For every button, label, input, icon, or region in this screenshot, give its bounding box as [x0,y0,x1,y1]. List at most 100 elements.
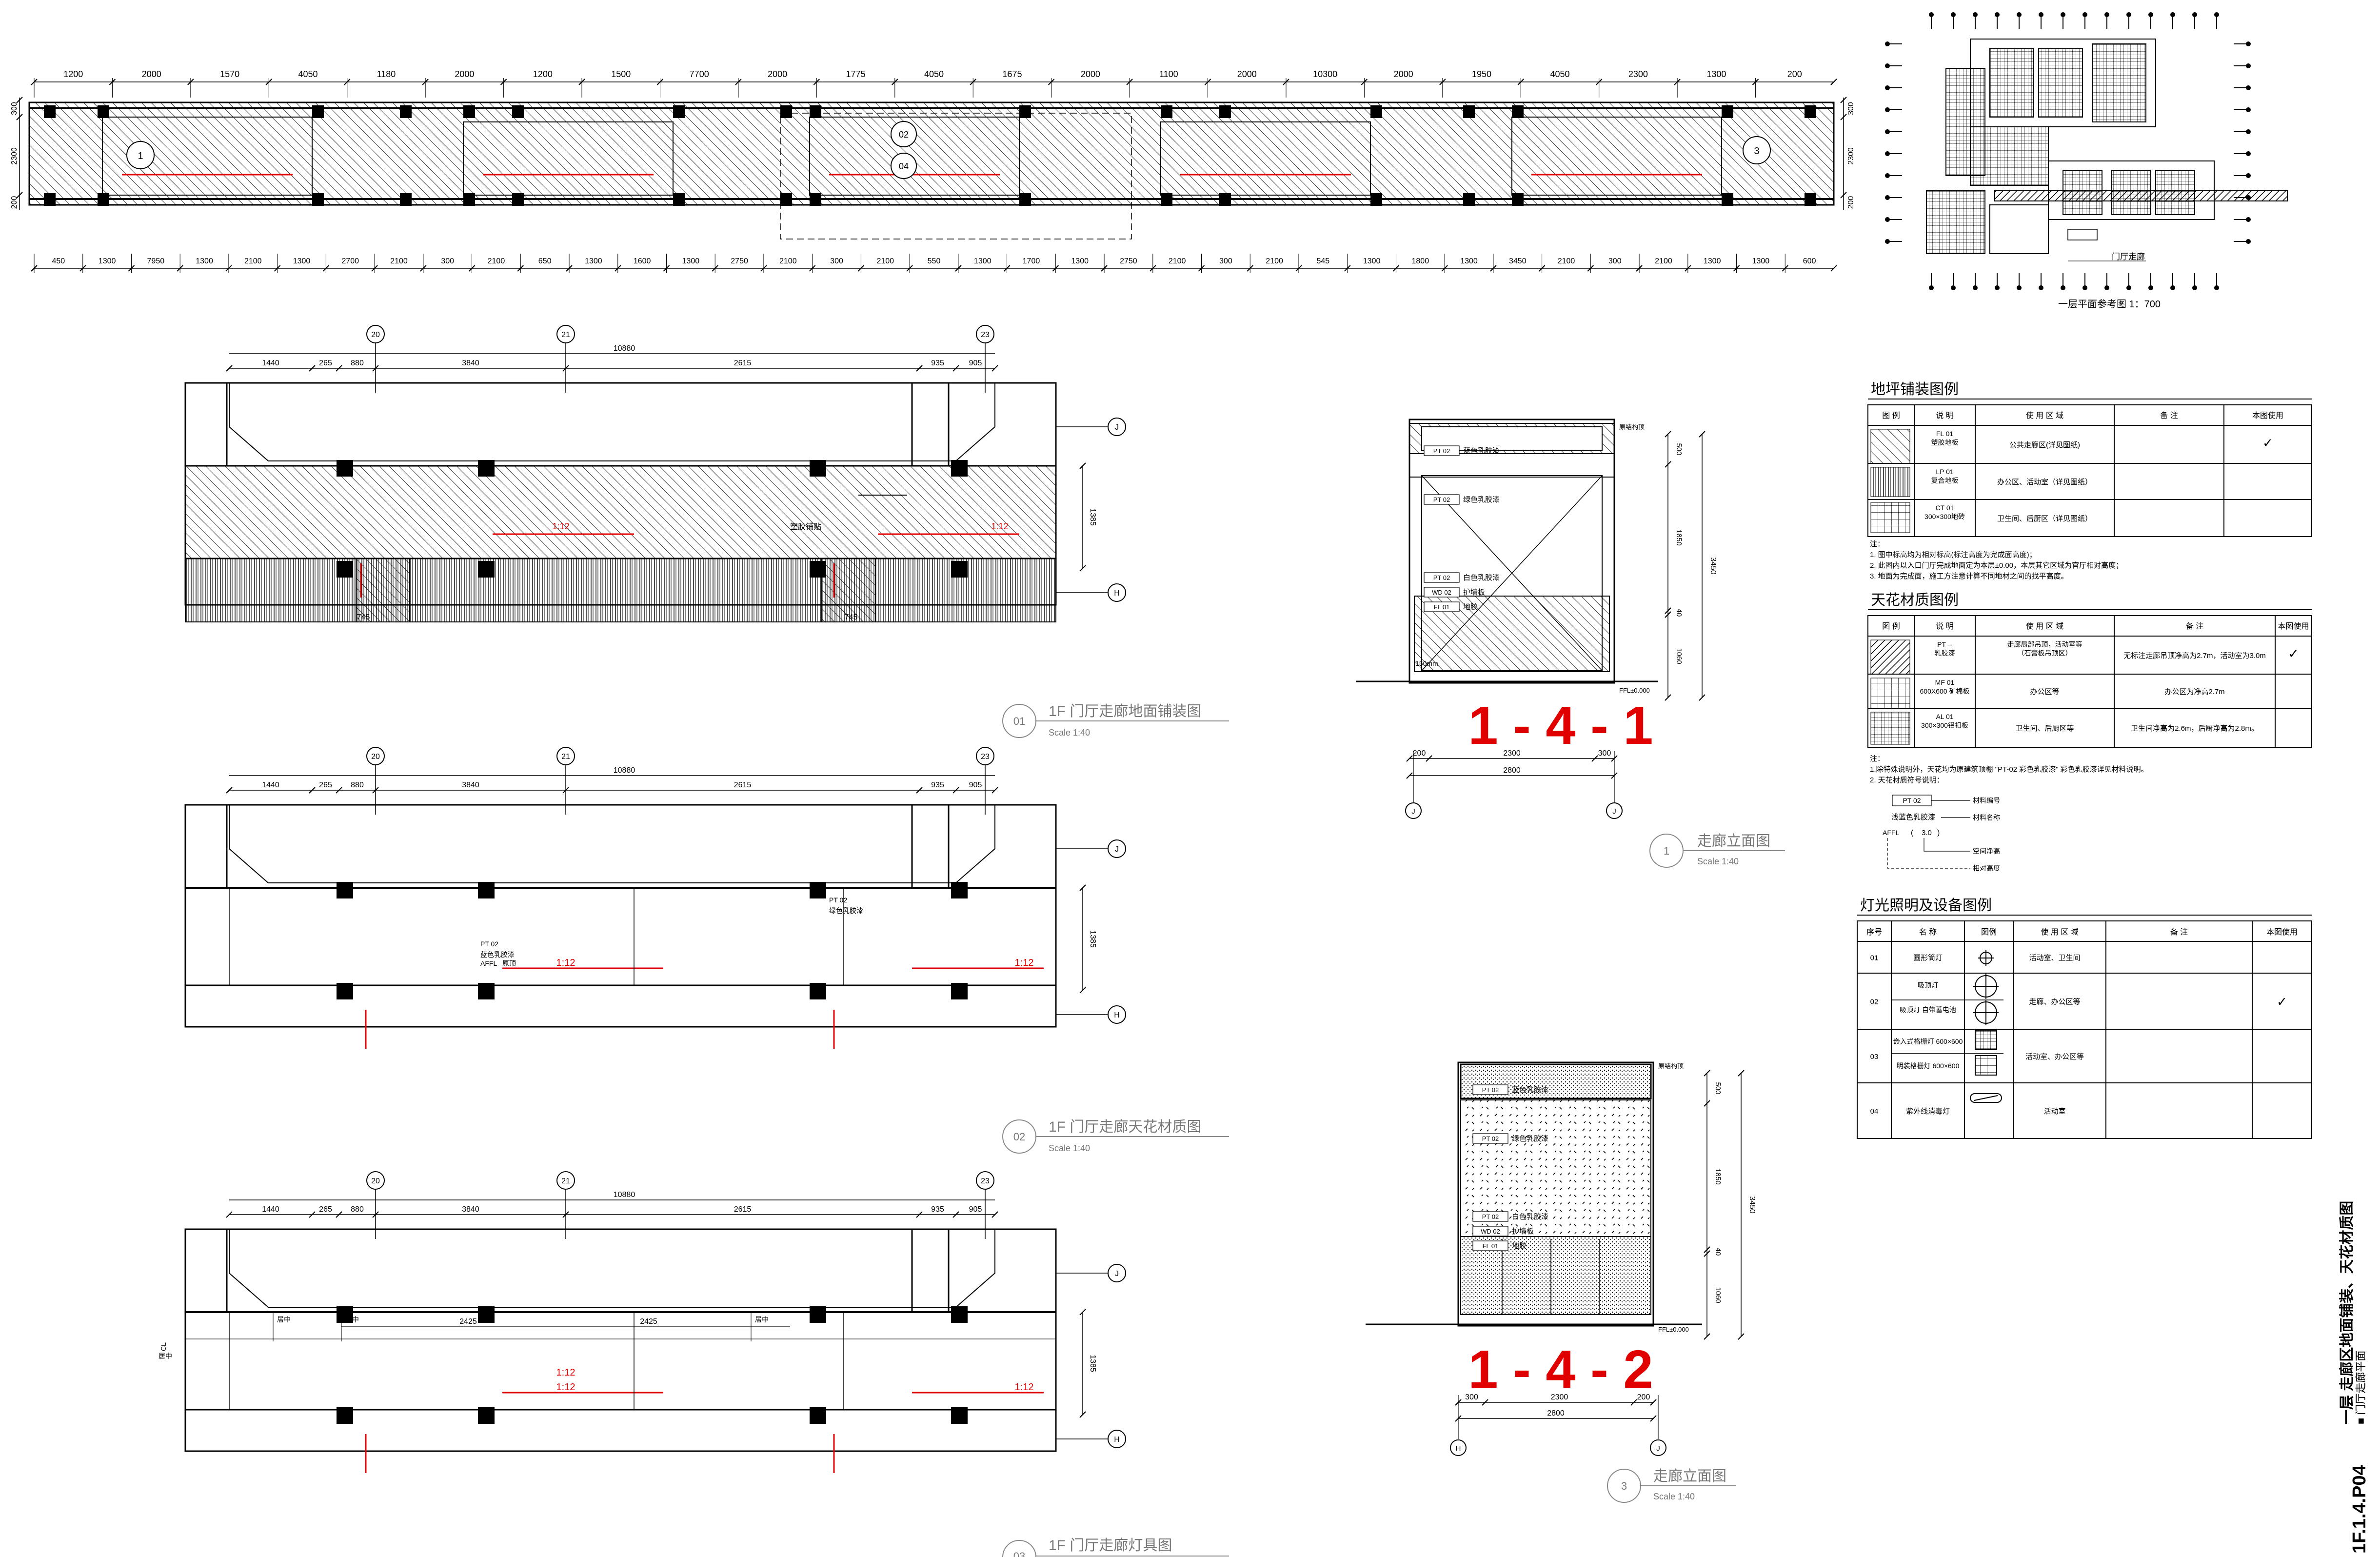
dim-bottom-32: 300 [1608,257,1622,265]
svg-text:1F 门厅走廊地面铺装图: 1F 门厅走廊地面铺装图 [1049,703,1201,719]
ceiling-tag-level: 原顶 [502,959,516,967]
grid-bubble-20: 20 [371,1177,380,1185]
light-header: 序号 [1866,928,1882,937]
legend-cell: 办公区为净高2.7m [2164,688,2224,696]
elev-dim-v-2: 40 [1714,1248,1722,1256]
dim-bottom-15: 2100 [779,257,797,265]
floor-tag: 塑胶铺贴 [790,522,821,531]
symbol-paren: ) [1937,829,1940,837]
ceiling-tag-name: 绿色乳胶漆 [829,907,863,915]
dim-bottom-9: 2100 [488,257,505,265]
plan-dim-4: 2615 [734,781,752,789]
center-label: 居中 [345,1316,359,1323]
svg-text:02: 02 [1013,1131,1025,1143]
grid-bubble-H: H [1114,589,1120,598]
slope-label: 1:12 [991,521,1008,531]
dim-bottom-20: 1700 [1023,257,1040,265]
dim-top-15: 2000 [1237,69,1257,79]
dim-bottom-10: 650 [538,257,552,265]
light-name-2: 吸顶灯 自带蓄电池 [1900,1006,1956,1014]
ceiling-note-0: 注： [1870,755,1884,763]
svg-text:3: 3 [1754,146,1759,157]
elev-tag-code: PT 02 [1482,1213,1499,1220]
plan-dim-3: 3840 [462,359,479,367]
legend-header: 图 例 [1882,411,1900,420]
dim-top-19: 4050 [1550,69,1569,79]
elev-tag-code: WD 02 [1432,589,1451,596]
center-label: 居中 [755,1316,769,1323]
plan-dim-2: 880 [351,359,364,367]
dim-top-20: 2300 [1628,69,1648,79]
dim-bottom-12: 1600 [634,257,651,265]
dim-bottom-2: 7950 [147,257,165,265]
dim-left-1: 2300 [10,147,19,165]
dim-top-0: 1200 [63,69,83,79]
grid-bubble-J: J [1115,1270,1119,1278]
dim-bottom-22: 2750 [1120,257,1137,265]
legend-cell: 卫生间、后厨区（详见图纸） [1997,515,2092,523]
legend-cell: 300×300地砖 [1924,513,1965,520]
dim-bottom-25: 2100 [1266,257,1283,265]
light-header: 备 注 [2170,928,2188,937]
elev-tag-code: FL 01 [1434,603,1450,611]
elev1-dim-bottom-2: 300 [1598,749,1611,758]
grid-bubble-20: 20 [371,331,380,339]
ceiling-legend: 天花材质图例 图 例说 明使 用 区 域备 注本图使用PT --乳胶漆走廊局部吊… [1867,592,2312,872]
legend-cell: FL 01 [1936,430,1953,438]
dim-bottom-1: 1300 [99,257,116,265]
plan-dim-5: 935 [931,781,944,789]
elev-tag-code: PT 02 [1482,1086,1499,1094]
elev1-dim-bottom-0: 200 [1413,749,1426,758]
dim-bottom-0: 450 [52,257,65,265]
legend-cell: AL 01 [1936,713,1953,720]
dim-top-13: 2000 [1081,69,1100,79]
elev-dim-v-3: 1060 [1675,648,1683,664]
plan-dim-5: 935 [931,1205,944,1214]
elev-dim-v-1: 1850 [1714,1168,1722,1184]
elev1-grid-0: J [1411,807,1415,816]
elev3-grid-1: J [1656,1444,1660,1453]
svg-text:Scale 1:40: Scale 1:40 [1697,857,1739,866]
dim-bottom-31: 2100 [1558,257,1575,265]
dim-bottom-27: 1300 [1363,257,1381,265]
dim-bottom-19: 1300 [974,257,992,265]
dim-bottom-5: 1300 [293,257,311,265]
plan-callout-1: 1 [126,141,155,169]
ceiling-note-2: 2. 天花材质符号说明： [1870,776,1944,784]
center-dim: 2425 [640,1317,657,1326]
legend-cell: 办公区、活动室（详见图纸） [1997,478,2092,486]
dim-bottom-4: 2100 [244,257,262,265]
plan-dim-4: 2615 [734,359,752,367]
svg-text:3: 3 [1621,1480,1627,1492]
dim-top-17: 2000 [1394,69,1413,79]
svg-text:走廊立面图: 走廊立面图 [1697,833,1770,849]
dim-top-4: 1180 [377,69,396,79]
light-header: 名 称 [1919,928,1937,937]
ceiling-legend-title: 天花材质图例 [1871,592,1959,608]
plan-total-dim: 10880 [614,344,635,353]
legend-cell: LP 01 [1936,468,1954,476]
dim-bottom-30: 3450 [1509,257,1527,265]
legend-cell: 塑胶地板 [1931,439,1959,446]
plan-callout-04: 04 [891,153,917,179]
floor-legend: 地坪铺装图例 图 例说 明使 用 区 域备 注本图使用FL 01塑胶地板公共走廊… [1867,381,2312,580]
elev-level-bottom: FFL±0.000 [1658,1326,1689,1333]
slope-label: 1:12 [552,521,569,531]
elevation-title-3: 3 走廊立面图 Scale 1:40 [1607,1468,1736,1503]
light-area: 活动室、卫生间 [2029,954,2080,962]
elev1-dim-bottom-1: 2300 [1503,749,1521,758]
ceiling-tag-code: PT 02 [480,940,498,948]
legend-cell: 600X600 矿棉板 [1920,687,1970,695]
legend-header: 使 用 区 域 [2026,622,2063,631]
dim-745: 745 [845,613,858,621]
dim-left-2: 200 [10,196,19,209]
plan-dim-0: 1440 [262,359,279,367]
plan-dim-1: 265 [319,781,332,789]
legend-cell: 300×300铝扣板 [1921,721,1968,729]
dim-bottom-21: 1300 [1071,257,1089,265]
floor-legend-title: 地坪铺装图例 [1871,381,1959,398]
light-used-check: ✓ [2277,995,2287,1009]
